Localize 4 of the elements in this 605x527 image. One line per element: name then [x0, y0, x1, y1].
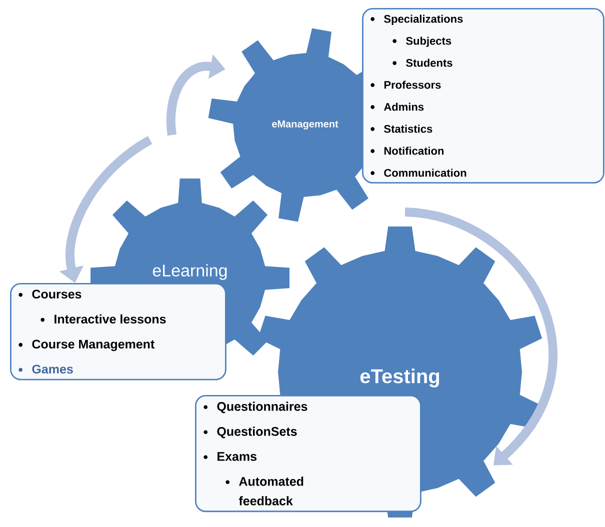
list-box: Specializations Subjects Students Professors Admins Statistics Notification Communication — [362, 8, 604, 184]
curved-arrow — [404, 208, 558, 466]
list-box: Questionnaires QuestionSets Exams Automated feedback — [195, 395, 422, 512]
list-box: Courses Interactive lessons Course Management Games — [10, 283, 226, 380]
